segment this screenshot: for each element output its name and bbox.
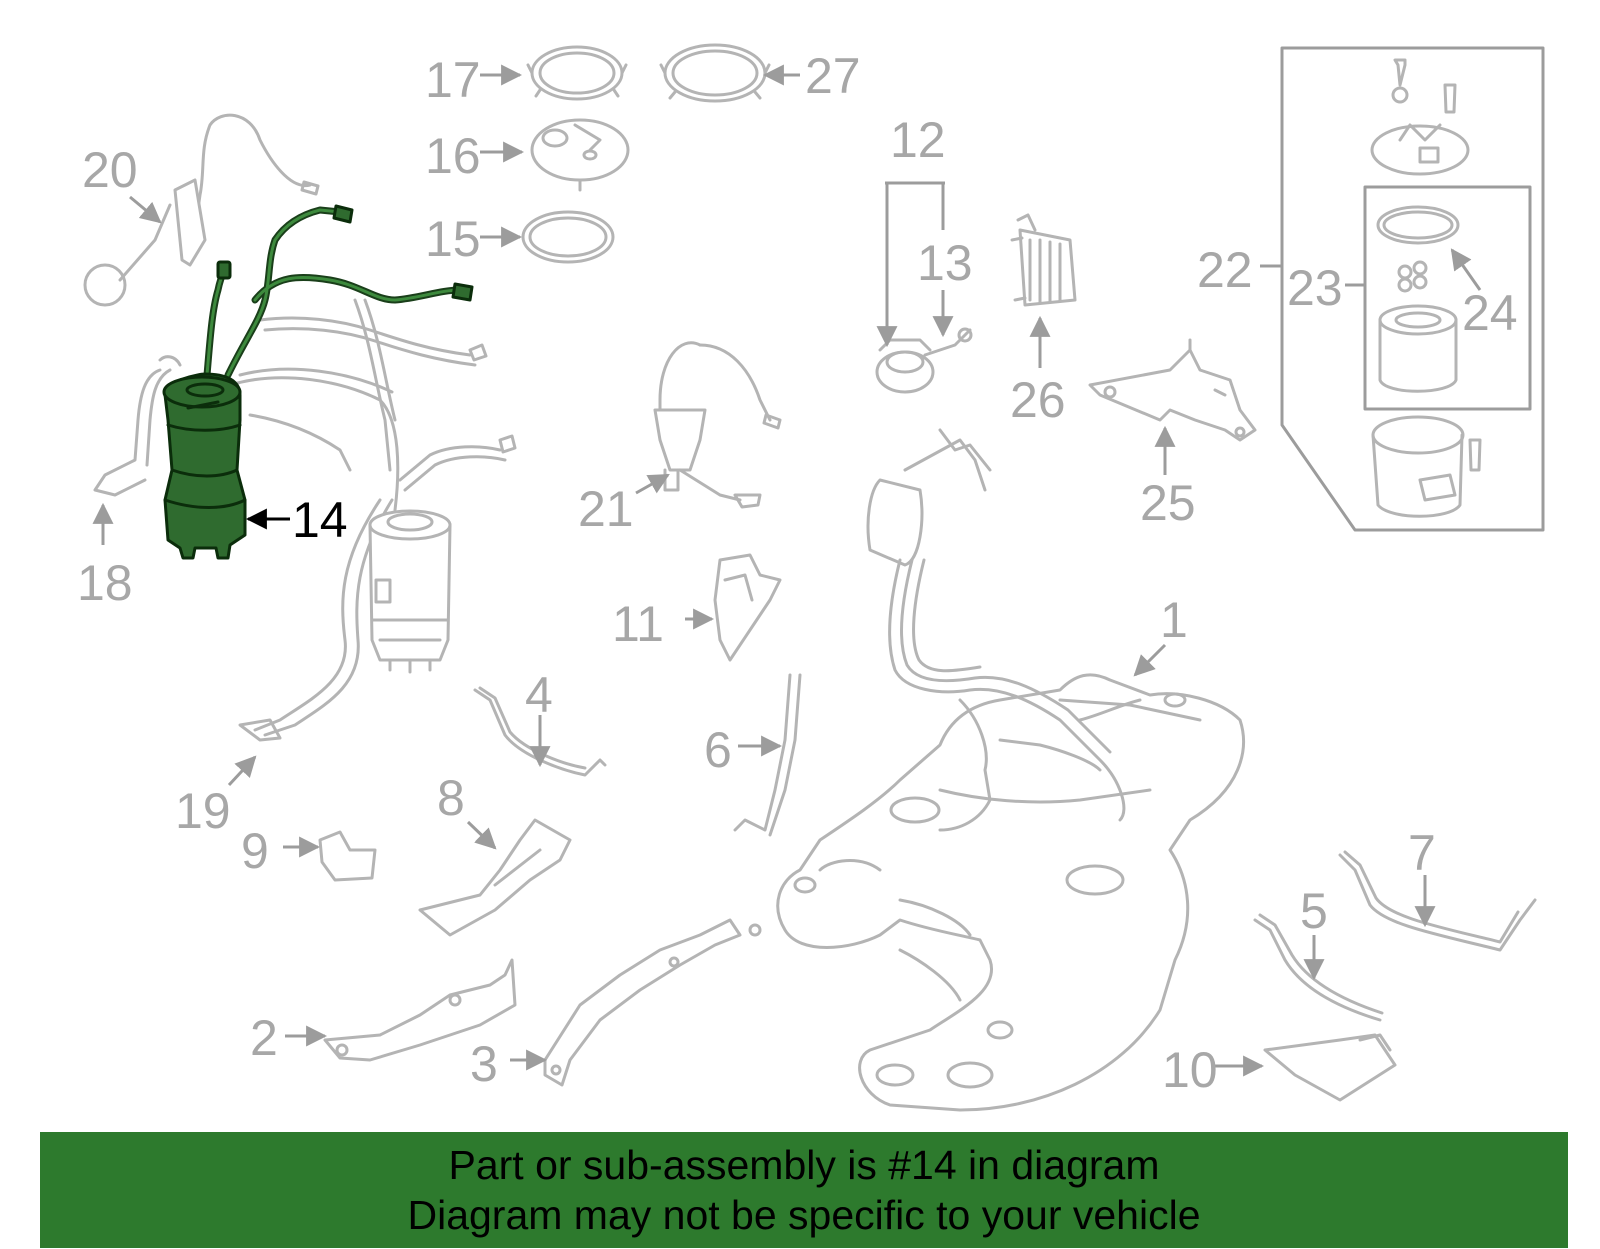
part-6-strap <box>733 673 802 837</box>
part-7-strap <box>1338 850 1537 952</box>
fuel-tank <box>776 673 1245 1112</box>
callout-14: 14 <box>292 492 348 548</box>
callout-15: 15 <box>425 211 481 267</box>
callout-4: 4 <box>525 667 553 723</box>
callout-26: 26 <box>1010 372 1066 428</box>
part-16-pump-flange <box>530 118 630 192</box>
callout-27: 27 <box>805 48 861 104</box>
leader-lines <box>92 64 1482 1077</box>
callout-12: 12 <box>890 112 946 168</box>
part-14-highlighted <box>162 204 474 560</box>
part-27-lock-ring <box>659 43 771 103</box>
fuel-pump-assembly <box>368 509 452 674</box>
part-22-box <box>1280 46 1545 532</box>
info-banner: Part or sub-assembly is #14 in diagram D… <box>40 1132 1568 1248</box>
callout-20: 20 <box>82 142 138 198</box>
part-8-shield <box>418 818 572 937</box>
callout-11: 11 <box>612 596 664 652</box>
callout-2: 2 <box>250 1010 278 1066</box>
callout-25: 25 <box>1140 475 1196 531</box>
callout-23: 23 <box>1287 260 1343 316</box>
callout-6: 6 <box>704 722 732 778</box>
callout-5: 5 <box>1300 883 1328 939</box>
part-3-strap <box>543 918 762 1087</box>
part-26-canister <box>1010 213 1077 307</box>
callout-10: 10 <box>1162 1042 1218 1098</box>
callout-16: 16 <box>425 128 481 184</box>
part-17-lock-ring <box>526 45 628 101</box>
callout-17: 17 <box>425 52 481 108</box>
callout-18: 18 <box>77 555 133 611</box>
part-5-strap <box>1253 913 1384 1022</box>
callout-7: 7 <box>1408 825 1436 881</box>
pump-module-lines <box>228 298 517 742</box>
part-15-seal <box>521 210 615 264</box>
callout-13: 13 <box>917 235 973 291</box>
part-2-shield <box>323 958 517 1062</box>
callout-labels: 17 27 16 15 20 12 13 22 23 24 26 14 21 2… <box>77 48 1518 1098</box>
part-11-heat-shield <box>713 553 782 662</box>
banner-line-disclaimer: Diagram may not be specific to your vehi… <box>407 1192 1201 1238</box>
callout-1: 1 <box>1160 592 1188 648</box>
callout-24: 24 <box>1462 285 1518 341</box>
filler-neck-lines <box>866 428 1142 832</box>
part-20-level-sender <box>83 113 320 307</box>
callout-19: 19 <box>175 783 231 839</box>
part-18-lines <box>93 355 182 497</box>
callout-21: 21 <box>578 481 634 537</box>
callout-22: 22 <box>1197 242 1253 298</box>
part-12-valve <box>875 327 973 394</box>
callout-9: 9 <box>241 823 269 879</box>
callout-3: 3 <box>470 1036 498 1092</box>
part-25-bracket <box>1088 338 1257 442</box>
callout-8: 8 <box>437 770 465 826</box>
part-21-level-sender <box>653 341 782 509</box>
part-9-clip <box>318 830 377 882</box>
banner-line-part: Part or sub-assembly is #14 in diagram <box>448 1142 1160 1188</box>
part-10-shield <box>1263 1033 1397 1102</box>
